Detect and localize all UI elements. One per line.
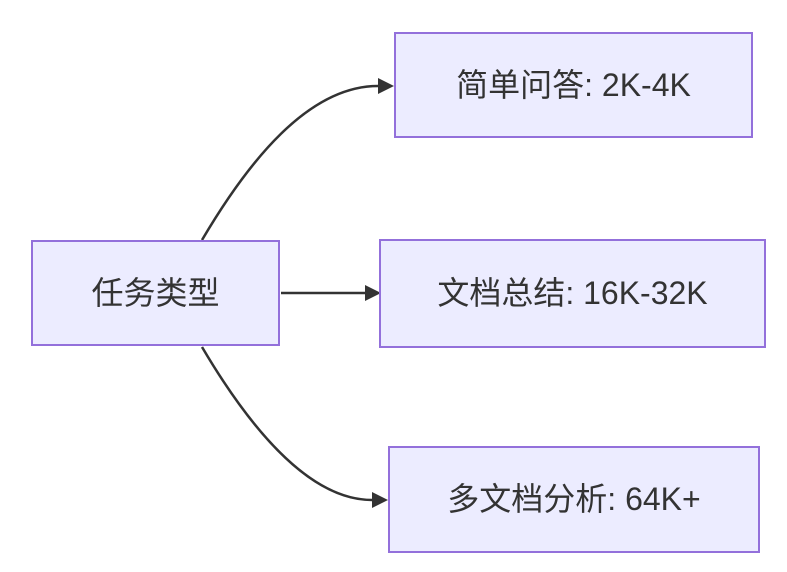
edge-root-to-multi-doc [200,346,388,508]
node-doc-summary-label: 文档总结: 16K-32K [437,275,708,312]
node-simple-qa: 简单问答: 2K-4K [394,32,753,138]
node-task-type-label: 任务类型 [91,274,220,311]
node-simple-qa-label: 简单问答: 2K-4K [456,66,691,103]
node-multi-doc-analysis: 多文档分析: 64K+ [388,446,760,553]
node-task-type: 任务类型 [31,240,280,346]
node-multi-doc-analysis-label: 多文档分析: 64K+ [447,481,701,518]
node-doc-summary: 文档总结: 16K-32K [379,239,766,348]
edge-root-to-simple-qa [200,78,394,241]
